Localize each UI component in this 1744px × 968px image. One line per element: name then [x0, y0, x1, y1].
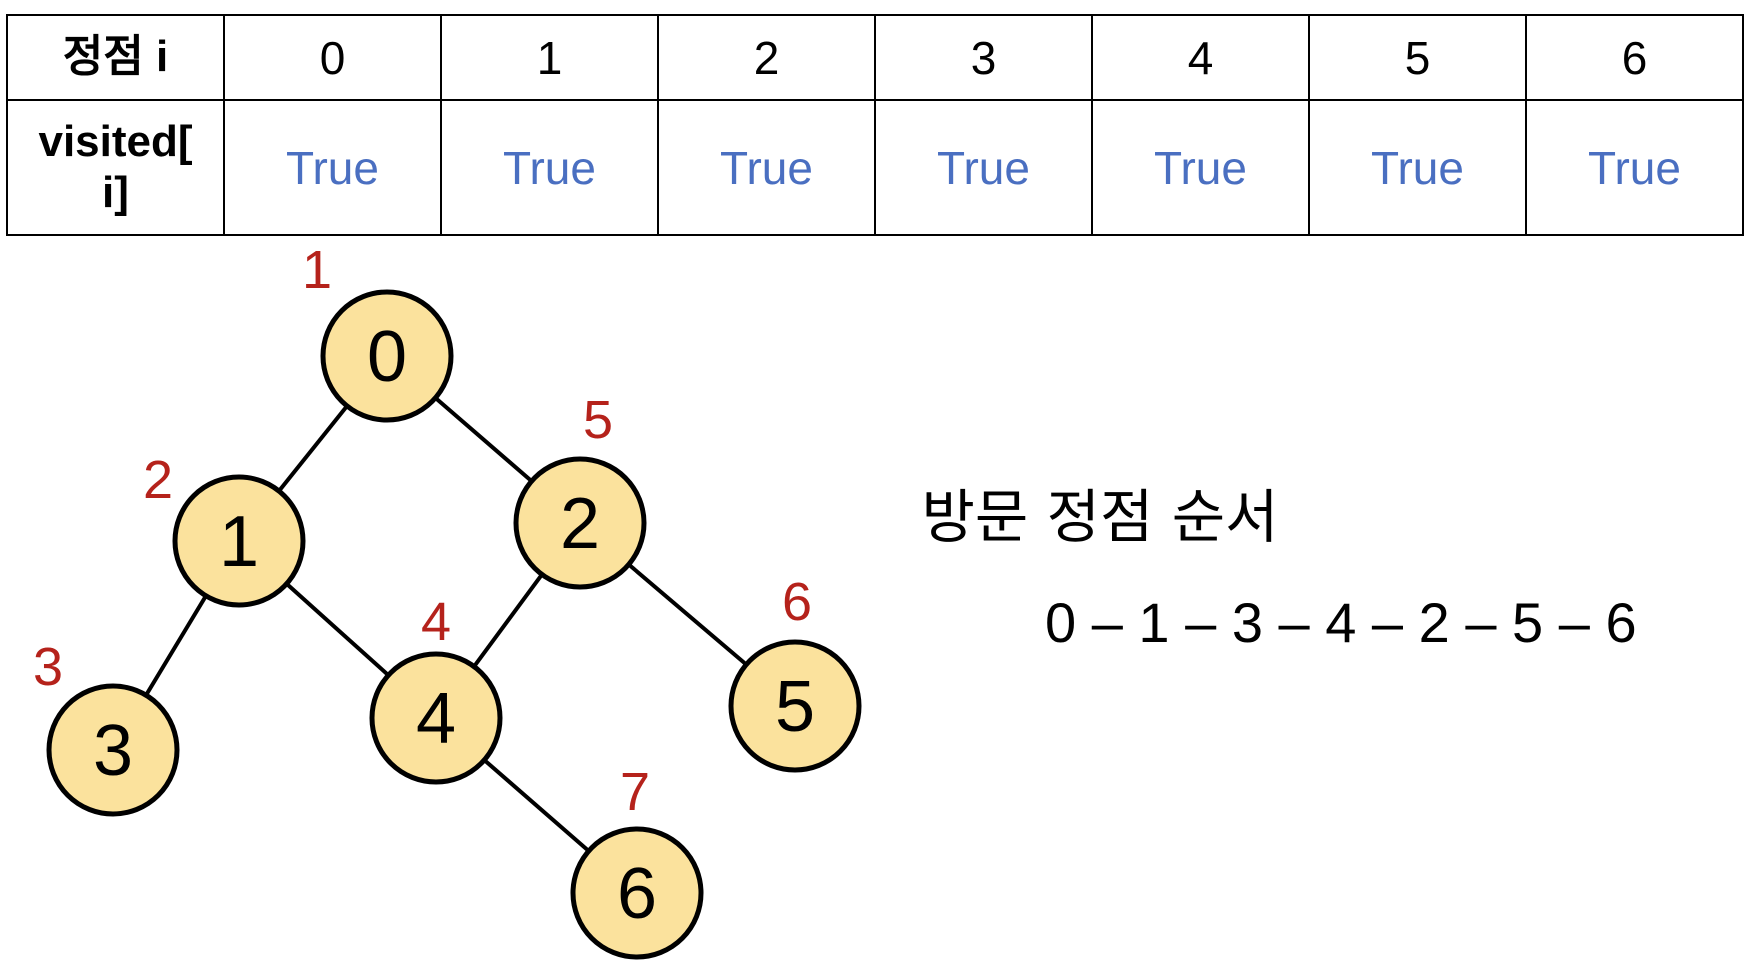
visited-cell: True [1091, 99, 1310, 236]
edge-1-3 [144, 594, 208, 697]
node-label: 5 [775, 667, 815, 747]
visited-cell: True [657, 99, 876, 236]
visited-value: True [1154, 141, 1247, 194]
node-circle [172, 474, 306, 608]
visit-order-number: 1 [302, 240, 332, 300]
node-label: 6 [617, 854, 657, 934]
vertex-index-cell: 1 [440, 14, 659, 101]
visited-value: True [286, 141, 379, 194]
visited-table: 정점 i 0 1 2 3 4 5 6 visited[ i] True True… [6, 14, 1744, 236]
node-label: 4 [416, 679, 456, 759]
visit-order-title: 방문 정점 순서 [921, 483, 1279, 551]
visit-order-number: 3 [33, 637, 63, 697]
node-5: 5 [728, 639, 862, 773]
visited-header: visited[ i] [6, 99, 225, 236]
visited-cell: True [1308, 99, 1527, 236]
node-4: 4 [369, 651, 503, 785]
vertex-index-cell: 6 [1525, 14, 1744, 101]
vertex-index-row: 정점 i 0 1 2 3 4 5 6 [6, 14, 1744, 101]
visit-order-number: 4 [421, 592, 451, 652]
visited-value: True [1588, 141, 1681, 194]
visit-order-number: 6 [782, 572, 812, 632]
vertex-index-value: 6 [1621, 31, 1648, 84]
visited-value: True [1371, 141, 1464, 194]
visit-order-sequence: 0 – 1 – 3 – 4 – 2 – 5 – 6 [1045, 591, 1637, 654]
visited-header-label: visited[ i] [38, 116, 193, 217]
vertex-index-cell: 3 [874, 14, 1093, 101]
node-circle [320, 289, 454, 423]
vertex-index-value: 4 [1187, 31, 1214, 84]
visited-row: visited[ i] True True True True True Tru… [6, 99, 1744, 236]
vertex-index-value: 0 [319, 31, 346, 84]
visited-cell: True [874, 99, 1093, 236]
edge-2-4 [472, 573, 544, 668]
edge-4-6 [482, 758, 591, 853]
visit-order-number: 2 [143, 450, 173, 510]
node-label: 3 [93, 711, 133, 791]
node-6: 6 [570, 826, 704, 960]
node-0: 0 [320, 289, 454, 423]
visited-cell: True [223, 99, 442, 236]
visit-order-number: 5 [583, 390, 613, 450]
visited-cell: True [440, 99, 659, 236]
node-label: 2 [560, 484, 600, 564]
visit-order-number: 7 [620, 762, 650, 822]
edge-1-4 [285, 582, 390, 677]
vertex-index-value: 2 [753, 31, 780, 84]
node-label: 1 [219, 502, 259, 582]
node-circle [570, 826, 704, 960]
vertex-index-value: 3 [970, 31, 997, 84]
visited-value: True [937, 141, 1030, 194]
vertex-index-header-label: 정점 i [62, 32, 169, 82]
vertex-index-cell: 2 [657, 14, 876, 101]
visited-cell: True [1525, 99, 1744, 236]
edge-2-5 [627, 562, 748, 667]
node-3: 3 [46, 683, 180, 817]
node-circle [46, 683, 180, 817]
node-label: 0 [367, 317, 407, 397]
visited-value: True [503, 141, 596, 194]
vertex-index-value: 5 [1404, 31, 1431, 84]
vertex-index-header: 정점 i [6, 14, 225, 101]
node-1: 1 [172, 474, 306, 608]
graph-edges [144, 396, 748, 853]
edge-0-2 [434, 396, 533, 483]
vertex-index-cell: 5 [1308, 14, 1527, 101]
node-circle [728, 639, 862, 773]
node-circle [513, 456, 647, 590]
visited-value: True [720, 141, 813, 194]
node-2: 2 [513, 456, 647, 590]
node-circle [369, 651, 503, 785]
vertex-index-value: 1 [536, 31, 563, 84]
vertex-index-cell: 0 [223, 14, 442, 101]
edge-0-1 [277, 404, 349, 493]
vertex-index-cell: 4 [1091, 14, 1310, 101]
